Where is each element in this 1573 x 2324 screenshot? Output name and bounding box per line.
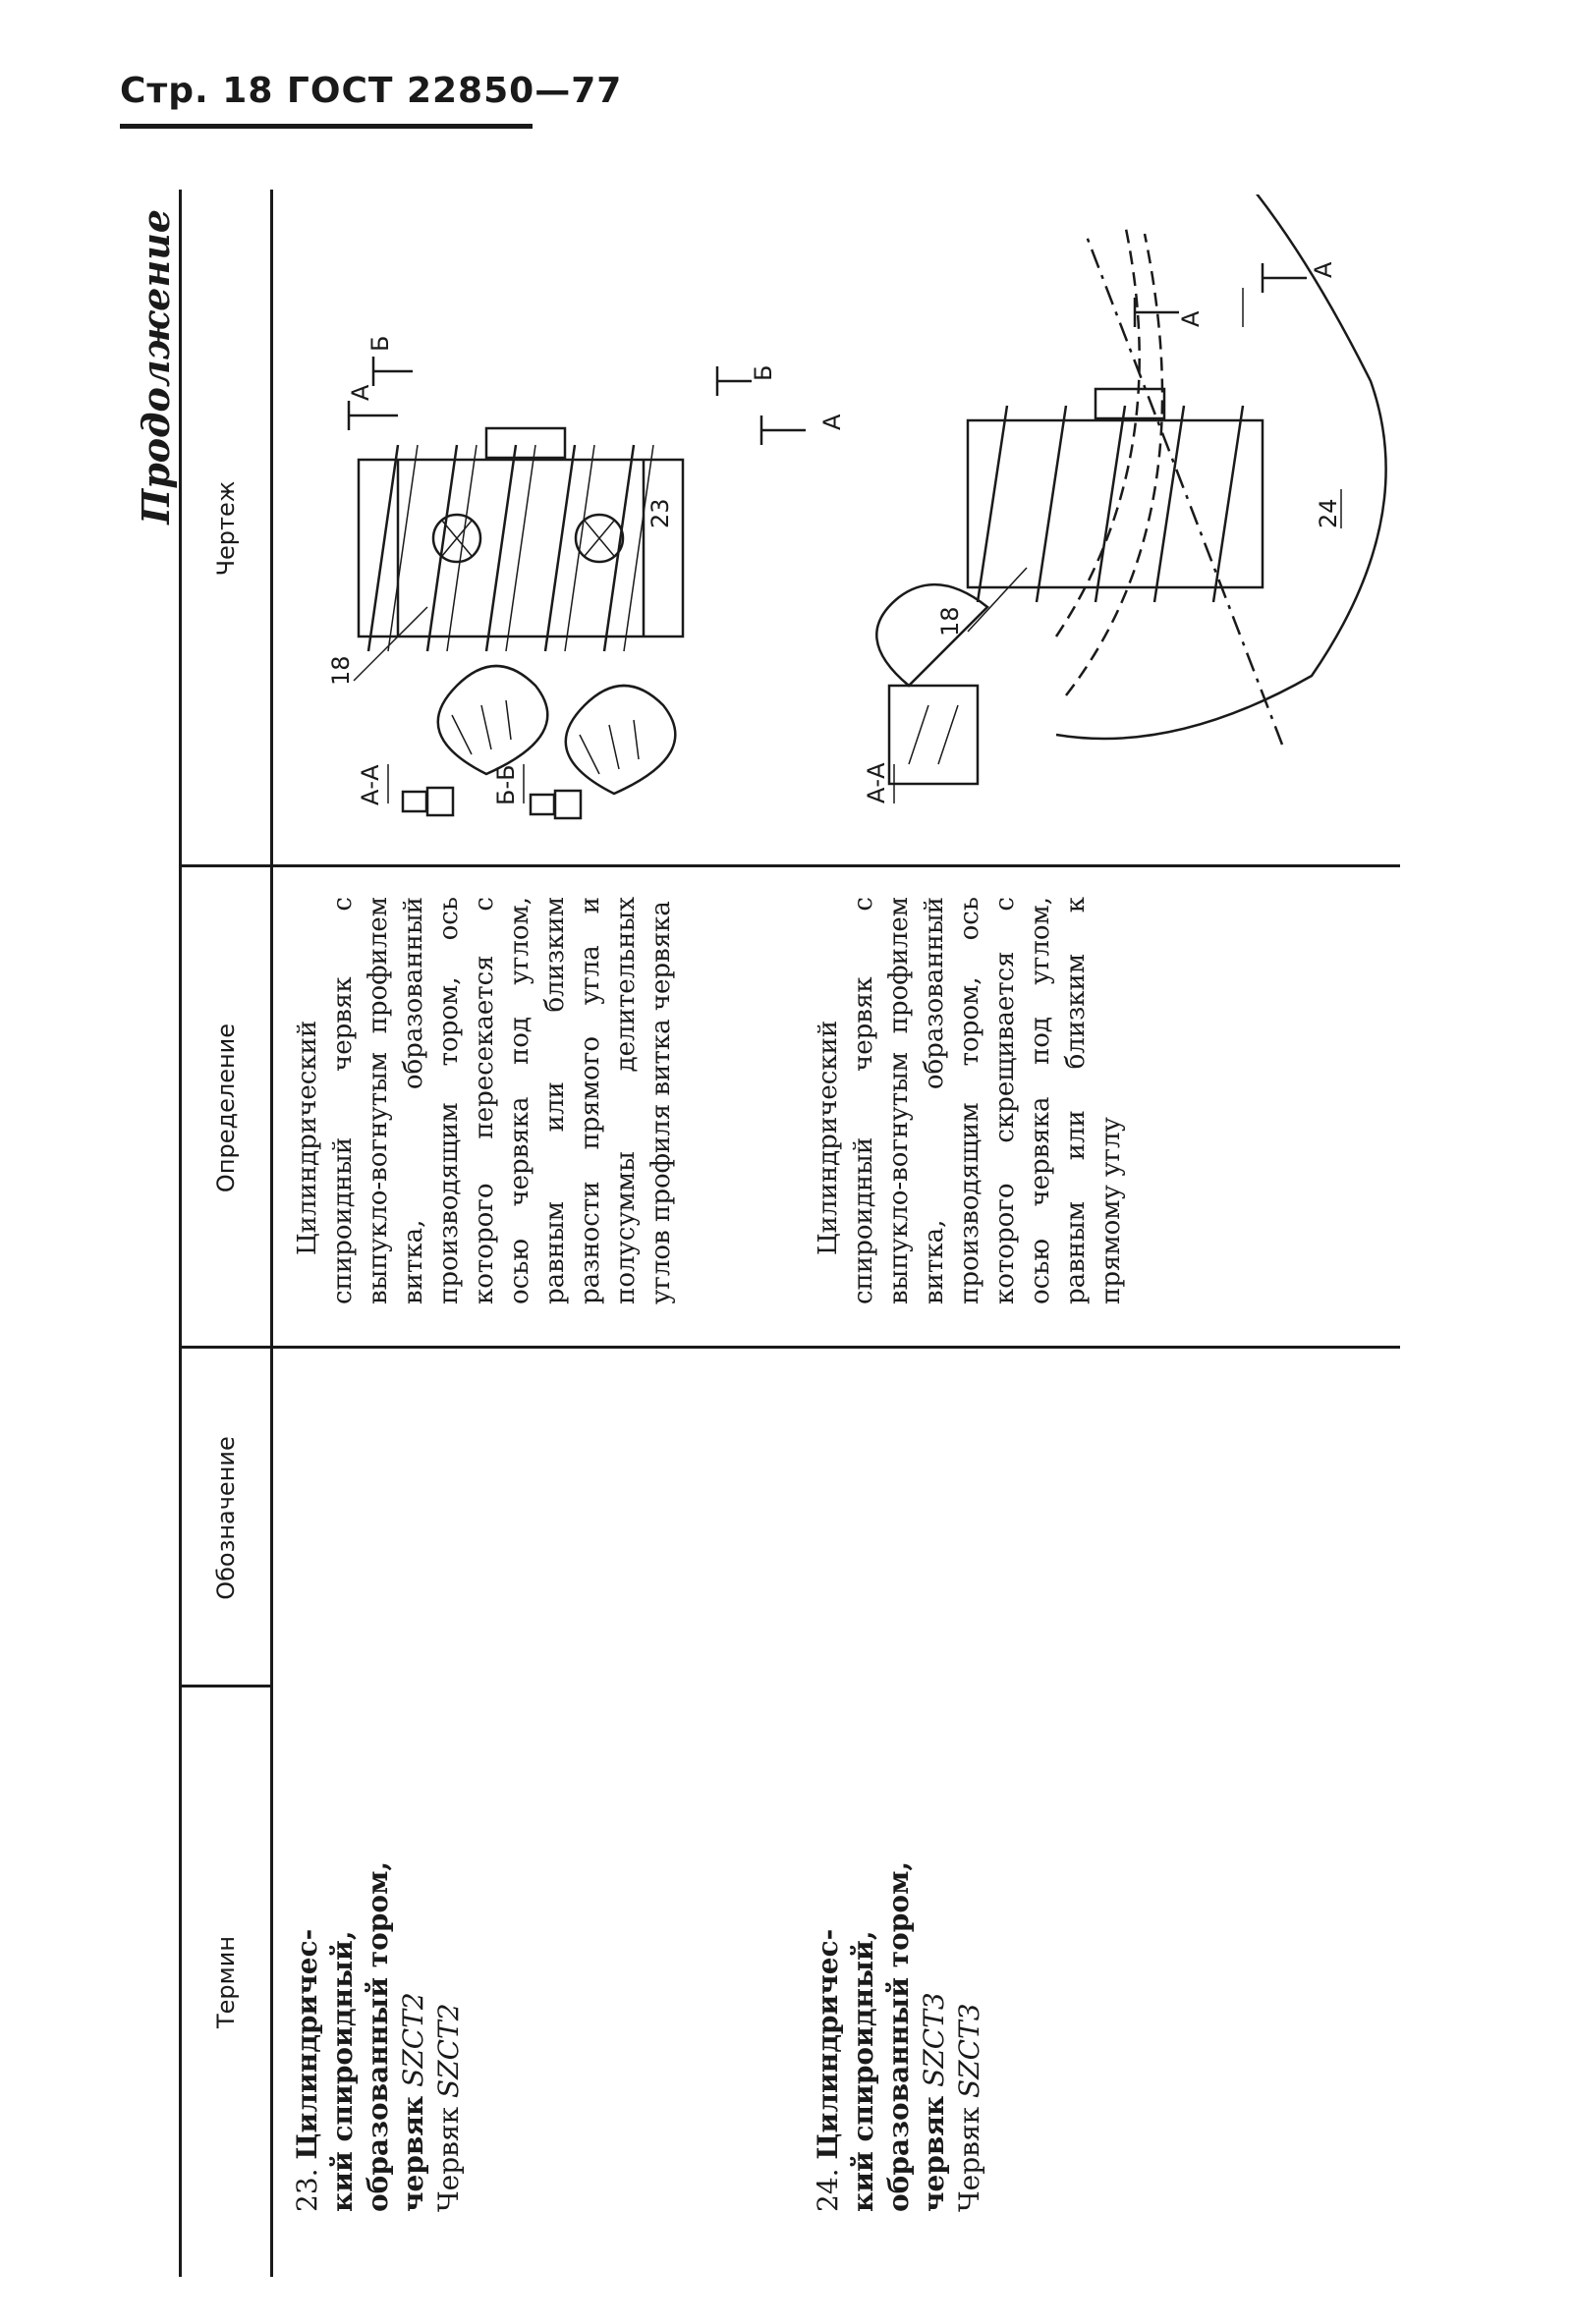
terms-table: Термин Обозначение Определение Чертеж 23…	[179, 164, 1400, 2277]
term-number: 24.	[812, 2168, 844, 2212]
term-line: Цилиндричес-	[291, 1928, 323, 2160]
term-line: кий спироидный,	[326, 1930, 359, 2212]
short-term-code: SZCT2	[432, 2003, 465, 2099]
section-mark: А	[1177, 310, 1205, 327]
section-view-b-b-23	[529, 684, 677, 820]
table-header-row: Термин Обозначение Определение Чертеж	[182, 190, 273, 2277]
continuation-label: Продолжение	[134, 209, 178, 525]
term-line: Цилиндричес-	[812, 1928, 844, 2160]
section-mark: Б	[750, 365, 777, 381]
short-term-prefix: Червяк	[953, 2106, 985, 2212]
term-line: образованный тором,	[362, 1860, 394, 2212]
section-mark: Б	[366, 336, 394, 352]
drawing-area: А-А Б-Б 18 А Б А Б 23 А-А 18 А А 24	[280, 164, 1390, 862]
term-number: 23.	[291, 2168, 323, 2212]
term-line: червяк	[397, 2095, 429, 2212]
section-mark: А	[347, 384, 374, 401]
section-label: Б-Б	[492, 764, 520, 805]
definition-cell-24: Цилиндрический спироидный червяк с выпук…	[814, 897, 1126, 1304]
term-line: образованный тором,	[882, 1860, 915, 2212]
figure-number: 23	[646, 498, 674, 528]
column-header-designation: Обозначение	[212, 1436, 240, 1600]
term-cell-23: 23. Цилиндричес- кий спироидный, образов…	[290, 1750, 467, 2212]
section-label: А-А	[863, 762, 890, 803]
column-divider	[182, 1685, 270, 1688]
short-term-code: SZCT3	[953, 2003, 985, 2099]
term-code: SZCT3	[918, 1992, 950, 2087]
term-line: червяк	[918, 2095, 950, 2212]
short-term-prefix: Червяк	[432, 2106, 465, 2212]
term-line: кий спироидный,	[847, 1930, 879, 2212]
section-view-a-a-23	[401, 664, 549, 817]
header-rule	[120, 124, 533, 129]
definition-cell-23: Цилиндрический спироидный червяк с выпук…	[293, 897, 676, 1304]
callout-label: 18	[936, 606, 964, 636]
column-header-definition: Определение	[212, 1023, 240, 1193]
section-view-a-a-24	[875, 582, 989, 803]
rotated-table-page: Продолжение Термин Обозначение Определен…	[132, 164, 1419, 2277]
worm-body-24	[966, 387, 1264, 633]
column-divider	[182, 864, 1400, 867]
worm-wheel-24	[1054, 164, 1387, 746]
section-label: А-А	[357, 764, 384, 805]
term-cell-24: 24. Цилиндричес- кий спироидный, образов…	[811, 1750, 987, 2212]
section-mark: А	[1310, 261, 1337, 278]
figure-number: 24	[1315, 498, 1342, 528]
column-header-drawing: Чертеж	[212, 480, 240, 577]
term-code: SZCT2	[397, 1992, 429, 2087]
worm-body-23	[353, 426, 685, 682]
callout-label: 18	[327, 655, 355, 686]
column-header-term: Термин	[212, 1935, 240, 2029]
section-mark: А	[818, 414, 846, 430]
column-divider	[182, 1346, 1400, 1349]
page-header: Стр. 18 ГОСТ 22850—77	[120, 71, 623, 111]
technical-drawings: А-А Б-Б 18 А Б А Б 23 А-А 18 А А 24	[327, 164, 1387, 820]
